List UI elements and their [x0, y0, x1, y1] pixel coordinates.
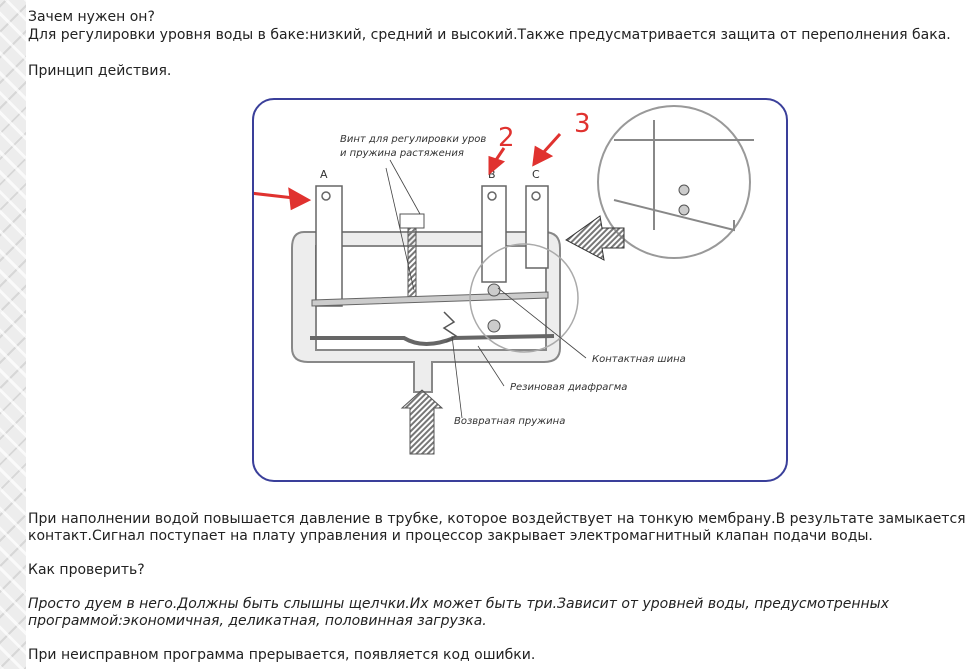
- direction-arrow-hatched: [565, 215, 625, 261]
- zoom-detail-circle: [469, 105, 754, 353]
- red-arrow-3: [532, 132, 562, 167]
- red-arrow-2: [488, 147, 506, 176]
- pressure-switch-diagram: Винт для регулировки уров и пружина раст…: [252, 98, 788, 482]
- description-line2: контакт.Сигнал поступает на плату управл…: [28, 528, 873, 544]
- label-leader-lines: [385, 159, 587, 419]
- red-mark-2: 2: [498, 123, 515, 153]
- terminal-c: [525, 185, 549, 269]
- terminal-b: [481, 185, 507, 283]
- return-spring: [442, 311, 458, 343]
- red-arrow-1: [254, 187, 312, 211]
- decorative-side-pattern: [0, 0, 26, 669]
- contact-point: [487, 283, 501, 297]
- diagram-drawing: Винт для регулировки уров и пружина раст…: [254, 105, 754, 455]
- contact-label-a: A: [320, 168, 328, 181]
- description-line1: При наполнении водой повышается давление…: [28, 511, 966, 527]
- label-contact-bus: Контактная шина: [592, 354, 686, 365]
- contact-bus: [311, 291, 549, 307]
- check-instructions-line1: Просто дуем в него.Должны быть слышны ще…: [28, 596, 890, 612]
- principle-heading: Принцип действия.: [28, 63, 172, 79]
- question-why: Зачем нужен он?: [28, 9, 155, 25]
- label-screw-line1: Винт для регулировки уров: [340, 134, 486, 145]
- fault-note: При неисправном программа прерывается, п…: [28, 647, 536, 663]
- answer-why: Для регулировки уровня воды в баке:низки…: [28, 27, 951, 43]
- label-diaphragm: Резиновая диафрагма: [510, 382, 627, 393]
- pressure-inlet-arrow: [400, 389, 444, 455]
- check-instructions-line2: программой:экономичная, деликатная, поло…: [28, 613, 487, 629]
- label-screw-line2: и пружина растяжения: [340, 148, 464, 159]
- red-mark-3: 3: [574, 109, 591, 139]
- contact-label-b: B: [488, 168, 496, 181]
- contact-label-c: C: [532, 168, 540, 181]
- contact-point-lower: [487, 319, 501, 333]
- label-return-spring: Возвратная пружина: [454, 416, 565, 427]
- check-heading: Как проверить?: [28, 562, 145, 578]
- terminal-a: [315, 185, 343, 307]
